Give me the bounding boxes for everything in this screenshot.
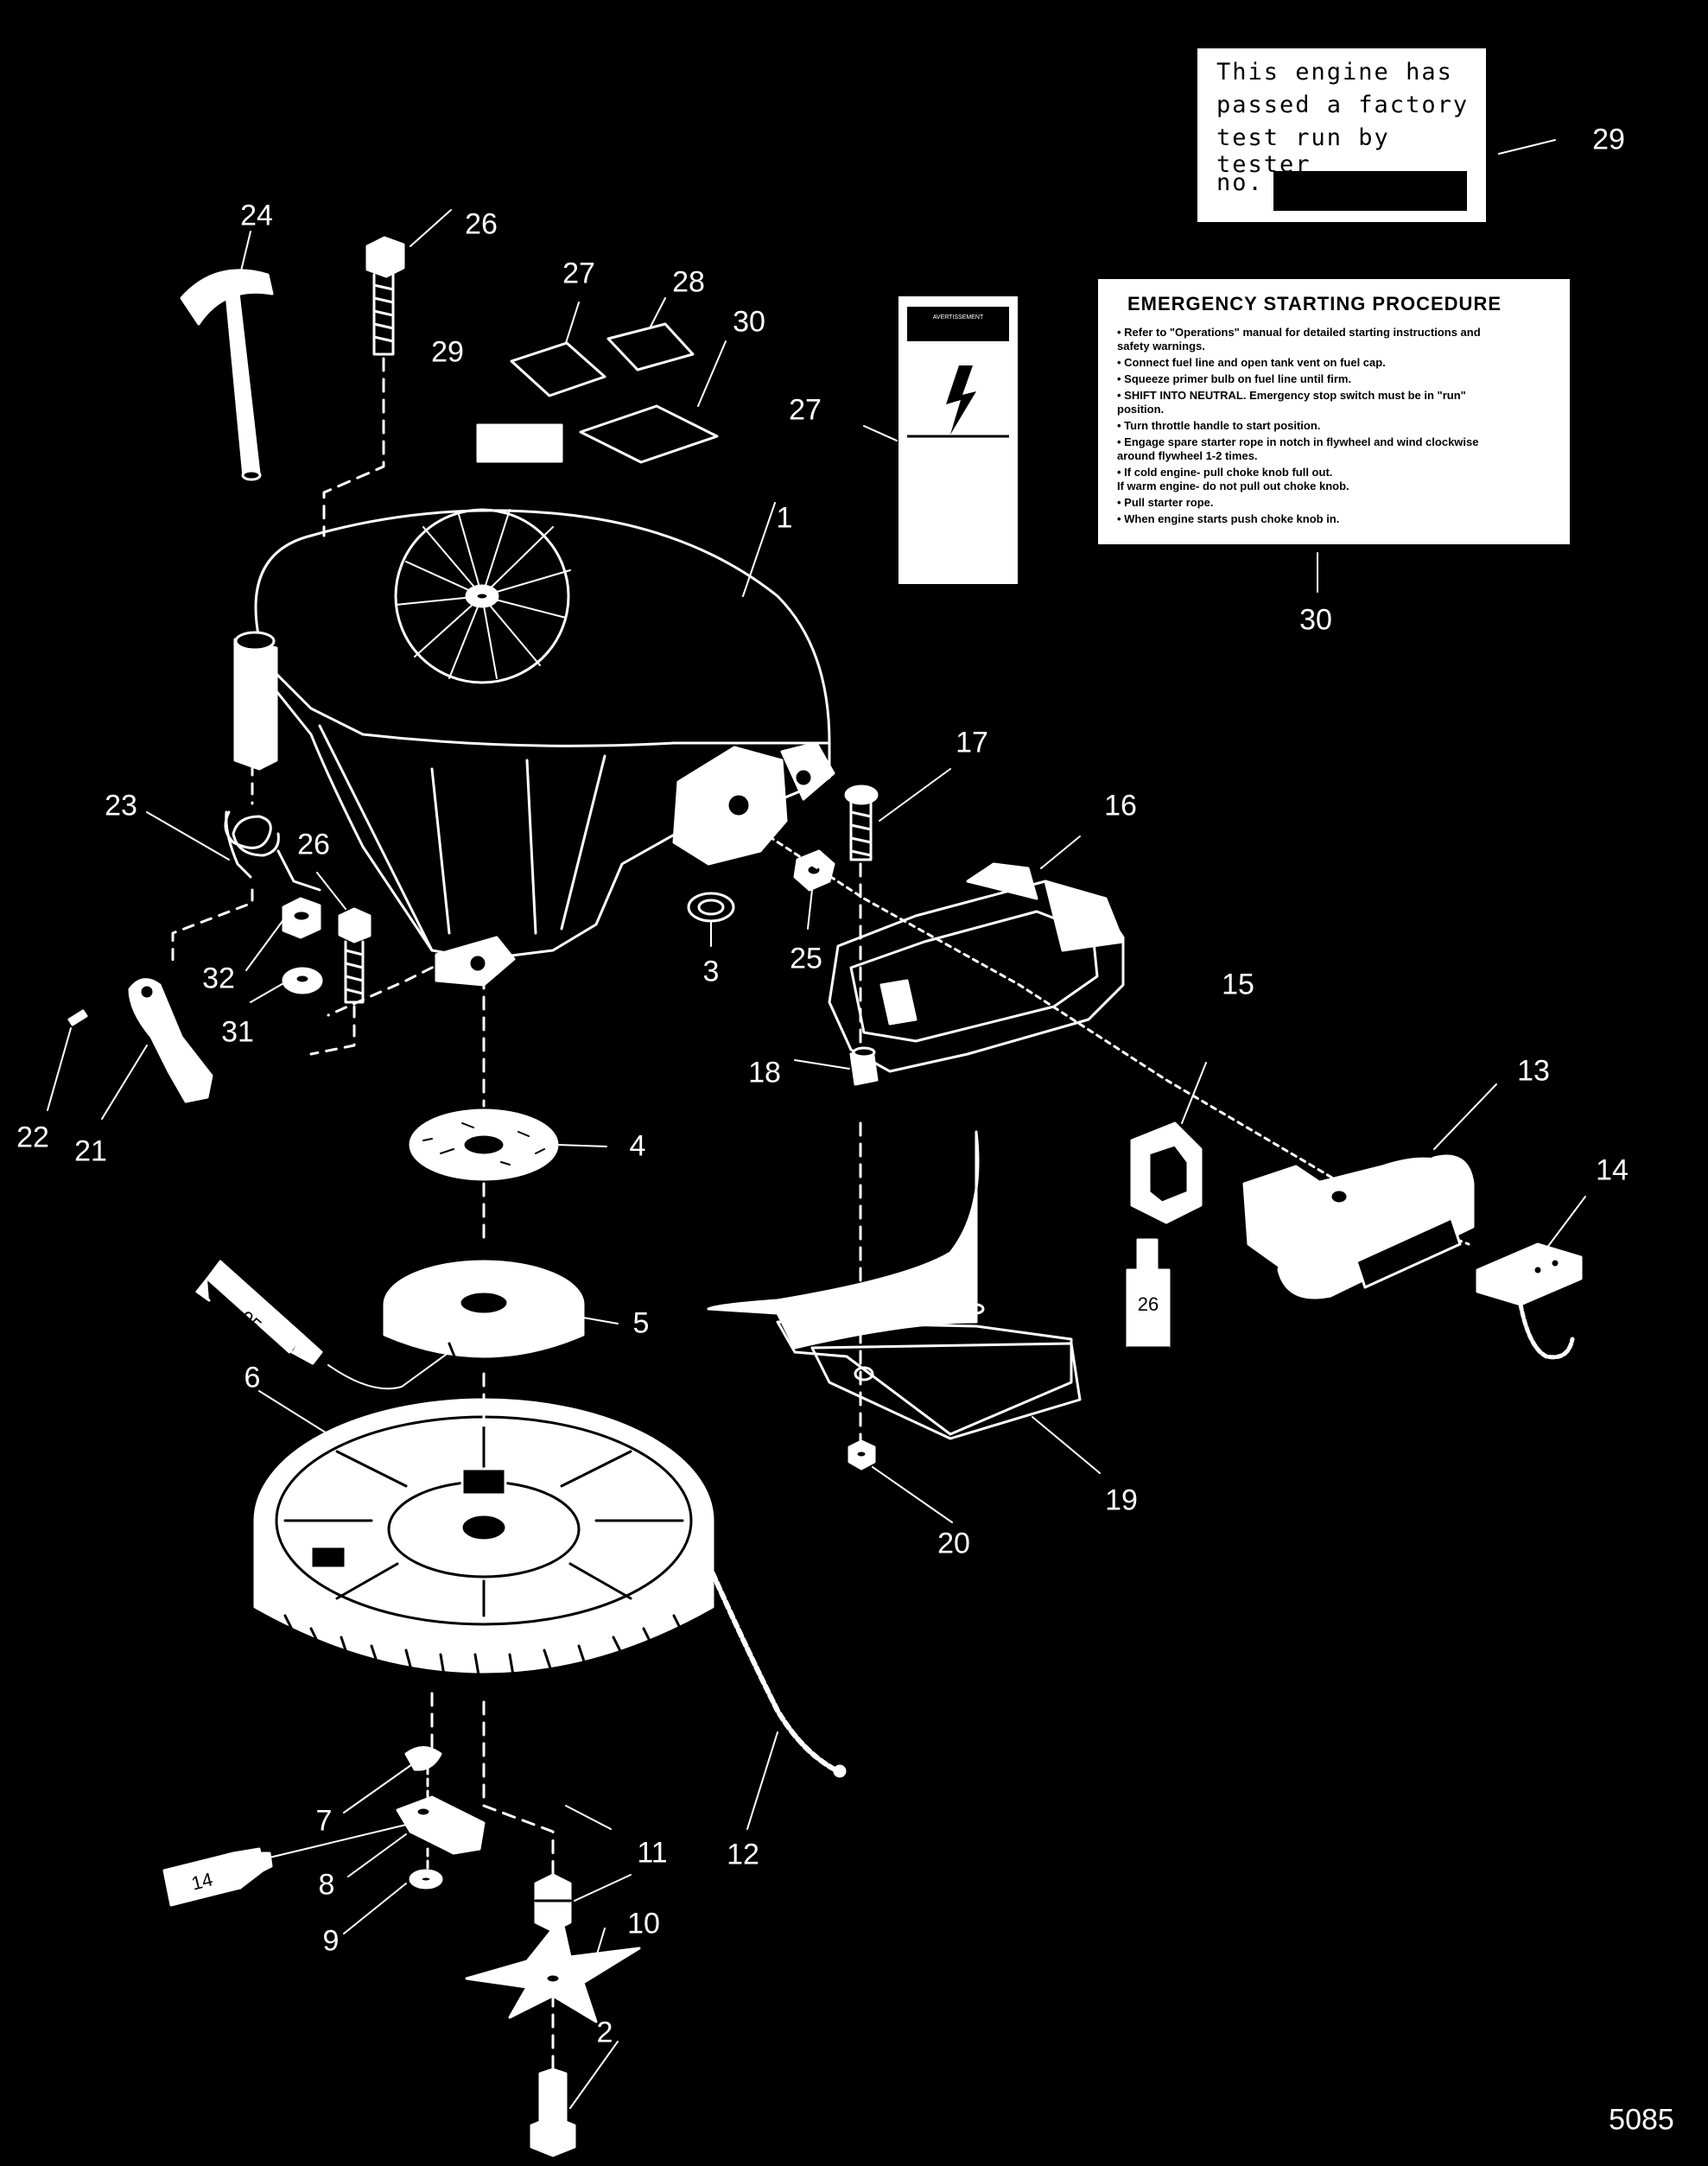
part-6-pulley xyxy=(253,1398,714,1682)
part-7-clip xyxy=(404,1746,442,1771)
callout-10: 10 xyxy=(627,1907,660,1941)
decal-29-line-2: passed a factory xyxy=(1216,92,1470,118)
part-17-screw xyxy=(844,784,879,861)
leader-lines xyxy=(47,139,1586,2109)
procedure-line: • Engage spare starter rope in notch in … xyxy=(1117,435,1479,448)
callout-19: 19 xyxy=(1105,1483,1138,1517)
callout-26-lower: 26 xyxy=(297,828,330,861)
procedure-line: • Turn throttle handle to start position… xyxy=(1117,419,1321,432)
part-13-t-handle xyxy=(1242,1154,1475,1299)
callout-22: 22 xyxy=(16,1121,49,1154)
callout-13: 13 xyxy=(1517,1054,1550,1088)
callout-29-decal: 29 xyxy=(1592,123,1625,156)
decal-29-line-4: no. xyxy=(1216,169,1264,196)
lightning-icon xyxy=(907,365,1009,438)
warning-header-bar: AVERTISSEMENT xyxy=(907,307,1009,341)
part-3-washer xyxy=(687,892,735,923)
callout-5: 5 xyxy=(632,1306,650,1340)
callout-23: 23 xyxy=(105,789,137,823)
callout-2: 2 xyxy=(596,2016,613,2049)
decal-29-factory-test: This engine has passed a factory test ru… xyxy=(1197,48,1486,222)
callout-1: 1 xyxy=(776,501,793,535)
callout-28: 28 xyxy=(672,265,705,299)
warning-header-text: AVERTISSEMENT xyxy=(932,314,984,321)
procedure-line: • SHIFT INTO NEUTRAL. Emergency stop swi… xyxy=(1117,389,1466,402)
part-15-grommet xyxy=(1130,1121,1203,1224)
procedure-line: position. xyxy=(1117,403,1165,416)
procedure-line: around flywheel 1-2 times. xyxy=(1117,449,1258,462)
part-18-spacer xyxy=(849,1046,879,1086)
part-24-choke-handle xyxy=(180,269,274,481)
callout-12: 12 xyxy=(727,1838,759,1871)
part-1-starter-housing xyxy=(233,508,835,987)
callout-8: 8 xyxy=(318,1868,335,1902)
part-4-friction-washer xyxy=(409,1108,559,1181)
callout-32: 32 xyxy=(202,962,235,995)
callout-27-decal: 27 xyxy=(789,393,822,427)
part-2-bolt xyxy=(530,2068,576,2157)
part-8-pawl xyxy=(396,1795,486,1855)
procedure-line: • Pull starter rope. xyxy=(1117,496,1214,509)
part-9-washer xyxy=(409,1869,443,1890)
callout-3: 3 xyxy=(702,955,720,988)
part-11-bushing xyxy=(534,1873,572,1933)
decal-29-line-1: This engine has xyxy=(1216,59,1453,86)
part-31-washer xyxy=(282,967,323,994)
part-26-lower-bolt xyxy=(338,907,371,1004)
callout-4: 4 xyxy=(629,1129,646,1163)
callout-24: 24 xyxy=(240,199,273,232)
procedure-line: • Squeeze primer bulb on fuel line until… xyxy=(1117,372,1352,385)
part-22-pin xyxy=(67,1009,88,1026)
callout-31: 31 xyxy=(221,1015,254,1049)
tube-label-26: 26 xyxy=(1137,1293,1159,1315)
callout-9: 9 xyxy=(322,1924,340,1958)
tester-number-blackout xyxy=(1273,171,1467,211)
procedure-line: • If cold engine- pull choke knob full o… xyxy=(1117,466,1333,479)
tube-14-lubricant xyxy=(162,1847,273,1907)
callout-20: 20 xyxy=(937,1527,970,1560)
callout-29-small: 29 xyxy=(431,335,464,369)
callout-27-small: 27 xyxy=(562,257,595,290)
callout-21: 21 xyxy=(74,1134,107,1168)
procedure-line: safety warnings. xyxy=(1117,340,1205,353)
procedure-line: • Connect fuel line and open tank vent o… xyxy=(1117,356,1386,369)
callout-26-top: 26 xyxy=(465,207,498,241)
part-5-spring-housing xyxy=(383,1260,585,1367)
part-26-bolt xyxy=(365,236,405,356)
callout-30-decal: 30 xyxy=(1299,603,1332,637)
tube-26-sealant xyxy=(1126,1238,1171,1350)
emergency-heading: EMERGENCY STARTING PROCEDURE xyxy=(1127,293,1502,314)
callout-17: 17 xyxy=(956,726,988,759)
callout-6: 6 xyxy=(244,1361,261,1394)
part-25-bushing xyxy=(793,849,835,892)
part-10-retainer xyxy=(465,1916,641,2023)
part-14-tag xyxy=(1476,1242,1583,1360)
tube-95-lubricant xyxy=(195,1260,323,1365)
figure-number: 5085 xyxy=(1609,2103,1674,2137)
decal-29-line-3: test run by tester xyxy=(1216,124,1390,178)
part-16-rope-guide xyxy=(828,862,1125,1073)
callout-14: 14 xyxy=(1596,1153,1629,1187)
decal-27-warning: AVERTISSEMENT xyxy=(898,296,1018,584)
decal-30-emergency-starting: EMERGENCY STARTING PROCEDURE • Refer to … xyxy=(1098,279,1570,544)
part-32-nut xyxy=(282,897,321,939)
part-23-spring xyxy=(224,810,321,892)
callout-25: 25 xyxy=(790,942,822,975)
part-21-arm xyxy=(128,978,213,1103)
part-19-bracket xyxy=(707,1130,1082,1440)
part-20-nut xyxy=(848,1439,876,1470)
small-decals xyxy=(476,322,719,464)
callout-18: 18 xyxy=(748,1056,781,1089)
procedure-line: If warm engine- do not pull out choke kn… xyxy=(1117,480,1349,492)
procedure-line: • When engine starts push choke knob in. xyxy=(1117,512,1340,525)
callout-7: 7 xyxy=(315,1804,333,1838)
procedure-line: • Refer to "Operations" manual for detai… xyxy=(1117,326,1481,339)
callout-15: 15 xyxy=(1222,968,1254,1001)
callout-11: 11 xyxy=(637,1836,668,1870)
callout-16: 16 xyxy=(1104,789,1137,823)
callout-30-small: 30 xyxy=(733,305,765,339)
